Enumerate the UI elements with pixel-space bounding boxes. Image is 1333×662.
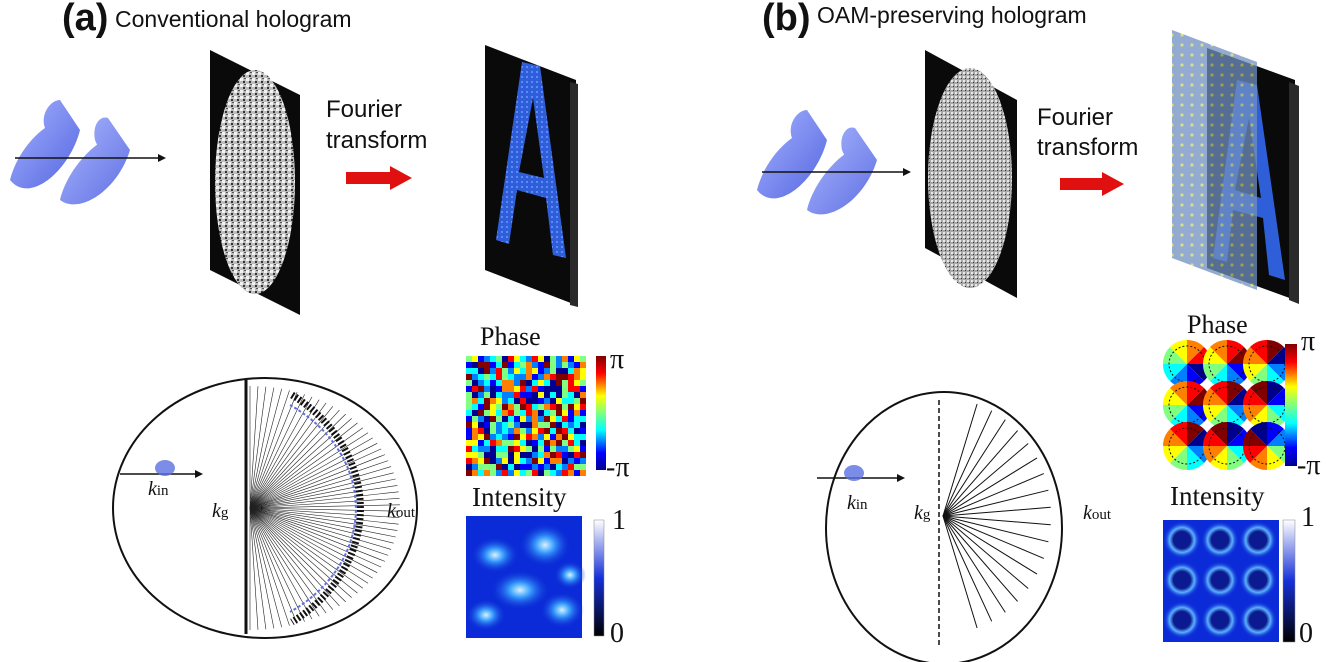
phase-min-label: -π (606, 452, 630, 483)
intensity-title: Intensity (472, 482, 567, 512)
fourier-arrow-icon (1060, 172, 1124, 196)
phase-max-label: π (1301, 326, 1316, 357)
phase-map-random (466, 356, 586, 476)
k-g-label: kg (212, 500, 229, 522)
intensity-min-label: 0 (1299, 618, 1313, 649)
helical-beam-icon (757, 110, 911, 215)
panel-title: Conventional hologram (115, 6, 352, 32)
intensity-map-speckle (466, 516, 586, 638)
intensity-max-label: 1 (612, 505, 626, 536)
fourier-label-line2: transform (1037, 134, 1139, 161)
k-space-diagram (817, 391, 1063, 662)
panel-letter: (b) (762, 0, 811, 39)
phase-colorbar (596, 356, 606, 470)
k-in-label: kin (847, 492, 868, 514)
intensity-title: Intensity (1170, 481, 1265, 511)
k-in-label: kin (148, 478, 169, 500)
phase-title: Phase (480, 322, 541, 351)
intensity-colorbar (593, 519, 605, 637)
panel-title: OAM-preserving hologram (817, 2, 1087, 28)
panel-a-graphics (10, 45, 606, 639)
panel-b-graphics (757, 30, 1299, 662)
k-space-diagram (112, 377, 418, 639)
phase-min-label: -π (1297, 450, 1321, 481)
intensity-colorbar (1282, 519, 1296, 643)
hologram-plate (210, 50, 300, 315)
panel-b-oam-preserving: (b) OAM-preserving hologram (667, 0, 1333, 662)
output-screen-letter-a (485, 45, 578, 307)
fourier-arrow-icon (346, 166, 412, 190)
helical-beam-icon (10, 100, 166, 205)
phase-colorbar (1285, 344, 1297, 466)
panel-a-conventional: (a) Conventional hologram (0, 0, 666, 662)
intensity-map-donut-array (1163, 520, 1279, 642)
oam-hologram-plate (925, 50, 1017, 298)
panel-letter: (a) (62, 0, 109, 39)
intensity-max-label: 1 (1301, 502, 1315, 533)
intensity-min-label: 0 (610, 618, 624, 649)
k-out-label: kout (387, 500, 416, 522)
fourier-label-line2: transform (326, 127, 428, 154)
phase-map-vortex-array (1163, 339, 1292, 471)
fourier-label-line1: Fourier (1037, 104, 1114, 131)
fourier-label-line1: Fourier (326, 96, 403, 123)
k-g-label: kg (914, 502, 931, 524)
output-screen-letter-a-with-grid (1172, 30, 1299, 304)
phase-title: Phase (1187, 310, 1248, 339)
phase-max-label: π (610, 344, 625, 375)
k-out-label: kout (1083, 502, 1112, 524)
